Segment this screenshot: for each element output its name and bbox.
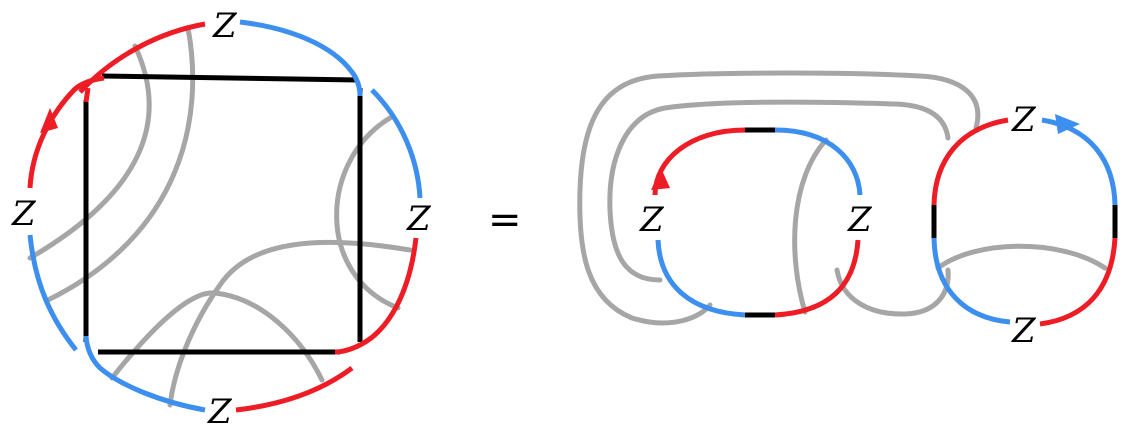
loop1-top-blue [774,127,863,196]
loop2-right-red [1039,237,1118,327]
gray-strand-d [167,239,413,408]
arc-bottom-red [235,365,354,413]
z-label-loop2-top: Z [1011,100,1037,140]
z-label-left-right: Z [406,199,432,239]
right-left-loop: Z Z [639,127,873,318]
z-label-loop1-left: Z [639,200,665,240]
arc-right-red [334,237,419,355]
arc-left-red [27,75,105,189]
left-circle-arcs [27,19,423,413]
arc-bottom-blue [83,335,206,413]
gray-strand-a [27,43,152,261]
gray-inner-loop [607,99,951,283]
gray-strand-b [45,25,196,303]
right-right-loop: Z Z [931,100,1118,351]
loop2-top-blue [1041,117,1118,206]
gray-mid-strand [792,137,829,315]
arc-right-blue [370,88,423,199]
arrow-loop1-up [651,168,670,190]
loop2-top-red [931,117,1009,206]
loop2-left-blue [931,237,1011,325]
arc-top-blue [239,19,363,97]
equals-sign: = [488,197,522,243]
arc-left-blue [27,234,78,352]
right-diagram: Z Z Z Z [577,70,1118,351]
square-top-edge [101,73,359,83]
arrow-loop2-right [1055,114,1080,134]
left-gray-strands [27,25,413,408]
gray-right-strand [935,243,1108,271]
left-diagram: Z Z Z Z [11,6,432,432]
left-black-square [83,73,363,355]
z-label-loop2-bottom: Z [1011,311,1037,351]
z-label-left-left: Z [11,194,37,234]
gray-bridge-strand [834,267,951,317]
z-label-left-bottom: Z [207,392,233,432]
gray-strand-e [109,290,325,383]
right-gray-strands [577,70,1108,326]
gray-outer-loop [577,70,981,326]
gray-strand-c [334,115,401,311]
z-label-left-top: Z [212,6,238,46]
arrow-left-up [40,108,58,133]
loop1-bottom-red [774,239,861,318]
arc-left-red-bar [83,87,91,103]
z-label-loop1-right: Z [847,200,873,240]
loop1-bottom-blue [655,239,746,318]
